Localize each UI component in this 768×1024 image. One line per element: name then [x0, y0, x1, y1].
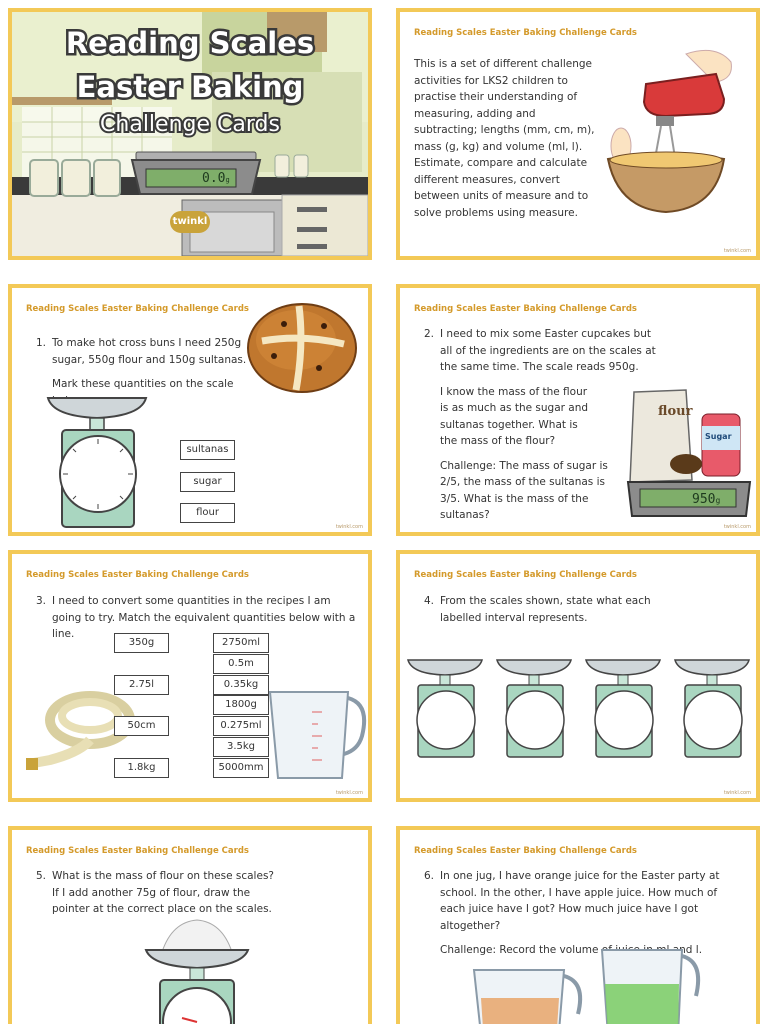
question-1: 1. To make hot cross buns I need 250g su…: [36, 335, 252, 409]
intro-card: Reading Scales Easter Baking Challenge C…: [396, 8, 760, 260]
left-box-1[interactable]: 350g: [114, 633, 169, 653]
card-footer: twinkl.com: [723, 790, 751, 796]
hot-cross-bun-image: [247, 303, 357, 393]
card-header: Reading Scales Easter Baking Challenge C…: [414, 304, 637, 314]
scale-a: [407, 659, 483, 758]
flour-scale-illustration: [144, 919, 250, 1024]
scale-unit: g: [715, 496, 721, 505]
orange-juice-jug: [472, 969, 583, 1024]
right-box-7[interactable]: 5000mm: [213, 758, 269, 778]
label-sugar[interactable]: sugar: [180, 472, 235, 492]
cover-scale-unit: g: [225, 176, 230, 184]
cover-title-line1: Reading Scales: [63, 24, 316, 63]
card-header: Reading Scales Easter Baking Challenge C…: [26, 846, 249, 856]
right-box-2[interactable]: 0.5m: [213, 654, 269, 674]
scale-display: 950g: [692, 492, 720, 507]
question-4: 4. From the scales shown, state what eac…: [424, 593, 680, 626]
question-number: 4.: [424, 595, 435, 607]
measuring-jug-image: [268, 691, 367, 779]
question-5: 5. What is the mass of flour on these sc…: [36, 868, 282, 918]
kitchen-illustration: [12, 12, 368, 256]
question-text: I need to convert some quantities in the…: [52, 595, 356, 640]
question-number: 6.: [424, 870, 435, 882]
right-box-4[interactable]: 1800g: [213, 695, 269, 715]
left-box-3[interactable]: 50cm: [114, 716, 169, 736]
question-text: What is the mass of flour on these scale…: [52, 870, 274, 915]
flour-sugar-scale-illustration: [626, 389, 752, 517]
scale-d: [674, 659, 750, 758]
scale-value: 950: [692, 492, 716, 507]
cover-card: Reading Scales Easter Baking Challenge C…: [8, 8, 372, 260]
question-3: 3. I need to convert some quantities in …: [36, 593, 357, 643]
cover-scale-value: 0.0: [202, 171, 226, 186]
right-box-3[interactable]: 0.35kg: [213, 675, 269, 695]
scale-c: [585, 659, 661, 758]
label-sultanas[interactable]: sultanas: [180, 440, 235, 460]
right-box-5[interactable]: 0.275ml: [213, 716, 269, 736]
four-scales-row: [407, 659, 750, 758]
question-text: From the scales shown, state what each l…: [440, 595, 651, 624]
cover-title-line2: Easter Baking: [74, 68, 306, 107]
label-flour[interactable]: flour: [180, 503, 235, 523]
card-6: Reading Scales Easter Baking Challenge C…: [396, 826, 760, 1024]
card-5: Reading Scales Easter Baking Challenge C…: [8, 826, 372, 1024]
card-3: Reading Scales Easter Baking Challenge C…: [8, 550, 372, 802]
intro-text: This is a set of different challenge act…: [414, 58, 595, 219]
challenge-text: Challenge: The mass of sugar is 2/5, the…: [440, 459, 608, 522]
right-box-1[interactable]: 2750ml: [213, 633, 269, 653]
twinkl-logo: twinkl: [170, 211, 210, 233]
card-footer: twinkl.com: [723, 524, 751, 530]
card-header: Reading Scales Easter Baking Challenge C…: [414, 28, 637, 38]
question-6: 6. In one jug, I have orange juice for t…: [424, 868, 745, 959]
left-box-4[interactable]: 1.8kg: [114, 758, 169, 778]
question-text: To make hot cross buns I need 250g sugar…: [52, 337, 247, 366]
cover-subtitle: Challenge Cards: [98, 110, 282, 139]
mixer-bowl-illustration: [606, 49, 732, 214]
card-2: Reading Scales Easter Baking Challenge C…: [396, 284, 760, 536]
question-number: 2.: [424, 328, 435, 340]
question-2: 2. I need to mix some Easter cupcakes bu…: [424, 326, 662, 524]
weighing-scale: [46, 397, 148, 528]
card-header: Reading Scales Easter Baking Challenge C…: [414, 570, 637, 580]
card-footer: twinkl.com: [335, 524, 363, 530]
scale-b: [496, 659, 572, 758]
card-footer: twinkl.com: [723, 248, 751, 254]
left-box-2[interactable]: 2.75l: [114, 675, 169, 695]
card-4: Reading Scales Easter Baking Challenge C…: [396, 550, 760, 802]
card-header: Reading Scales Easter Baking Challenge C…: [26, 570, 249, 580]
flour-bag-label: flour: [658, 404, 693, 419]
question-para2: I know the mass of the flour is as much …: [440, 385, 589, 448]
question-number: 1.: [36, 337, 47, 349]
question-text: I need to mix some Easter cupcakes but a…: [440, 328, 656, 373]
question-number: 5.: [36, 870, 47, 882]
right-box-6[interactable]: 3.5kg: [213, 737, 269, 757]
card-header: Reading Scales Easter Baking Challenge C…: [414, 846, 637, 856]
cover-scale-display: 0.0g: [202, 171, 230, 186]
card-footer: twinkl.com: [335, 790, 363, 796]
card-1: Reading Scales Easter Baking Challenge C…: [8, 284, 372, 536]
sugar-bag-label: Sugar: [705, 432, 732, 441]
question-text: In one jug, I have orange juice for the …: [440, 870, 720, 932]
card-header: Reading Scales Easter Baking Challenge C…: [26, 304, 249, 314]
question-number: 3.: [36, 595, 47, 607]
apple-juice-jug: [600, 949, 701, 1024]
